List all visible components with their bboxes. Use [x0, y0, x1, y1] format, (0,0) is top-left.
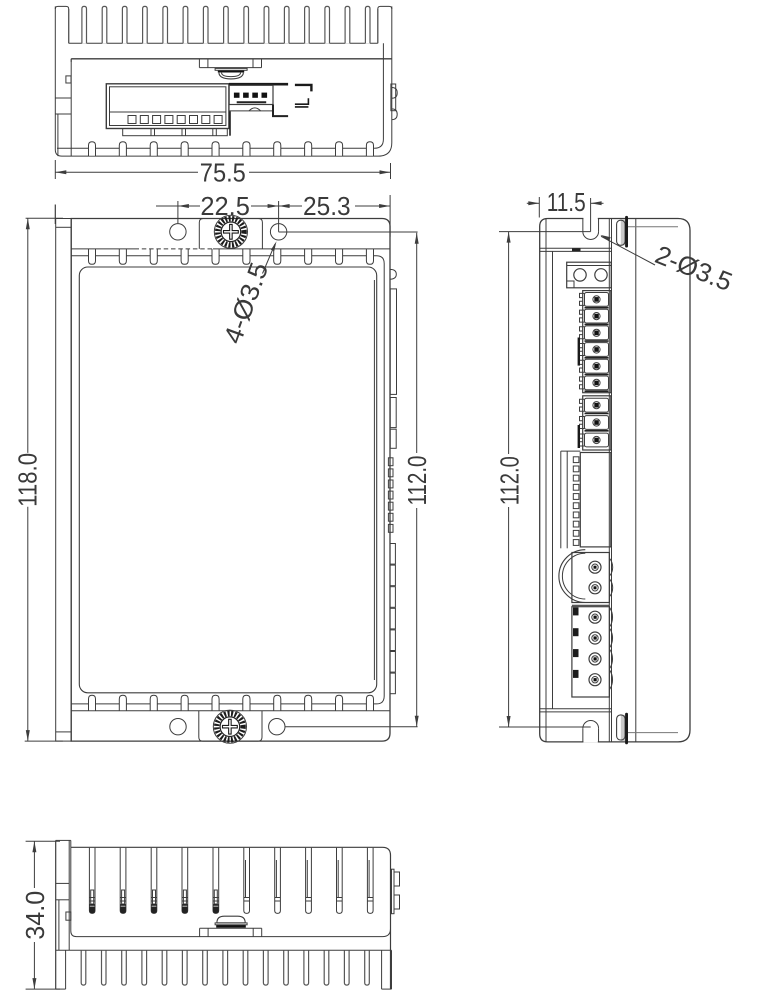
- svg-text:11.5: 11.5: [547, 187, 586, 217]
- svg-text:118.0: 118.0: [12, 453, 42, 507]
- svg-text:34.0: 34.0: [20, 891, 50, 940]
- svg-text:112.0: 112.0: [495, 456, 525, 505]
- svg-text:75.5: 75.5: [200, 158, 246, 188]
- svg-text:25.3: 25.3: [303, 191, 351, 221]
- svg-text:22.5: 22.5: [200, 191, 250, 221]
- svg-text:112.0: 112.0: [402, 456, 432, 506]
